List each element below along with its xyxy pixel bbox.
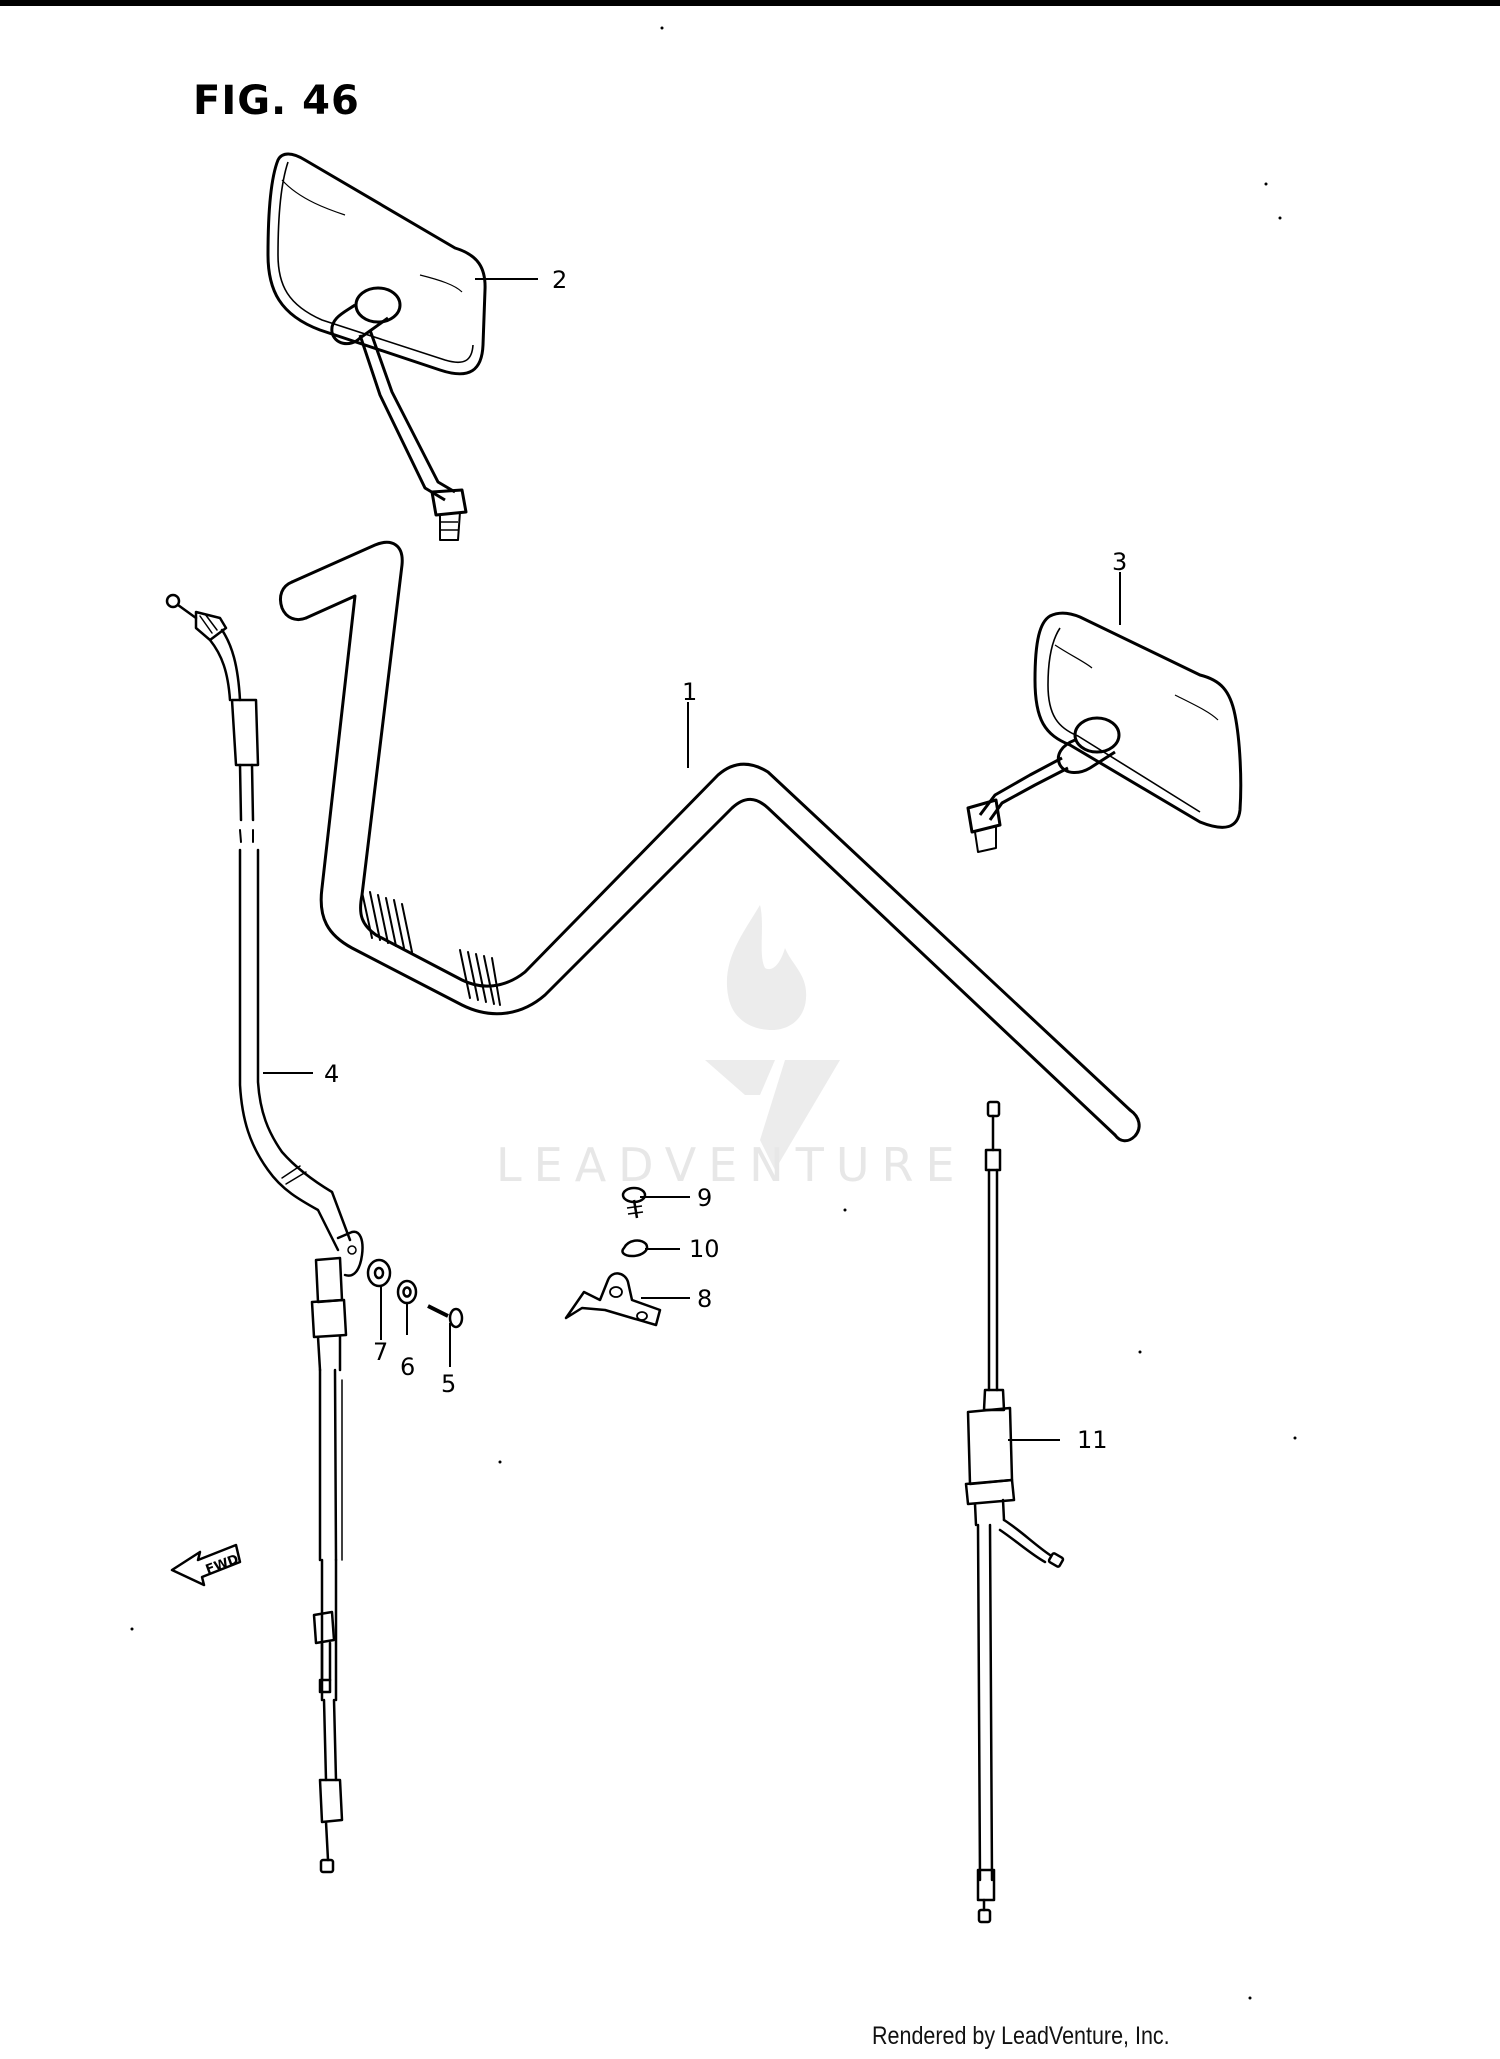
- leader-lines: [263, 278, 1121, 1441]
- callout-3: 3: [1112, 548, 1128, 576]
- watermark-text: LEADVENTURE: [496, 1138, 967, 1192]
- callout-9: 9: [697, 1184, 713, 1212]
- choke-cable: [964, 1100, 1065, 1924]
- callout-10: 10: [689, 1235, 720, 1263]
- callout-4: 4: [324, 1060, 340, 1088]
- mirror-right: [966, 611, 1243, 853]
- handlebar: [278, 540, 1141, 1143]
- top-border: [0, 0, 1500, 6]
- watermark-logo: [705, 905, 840, 1170]
- callout-8: 8: [697, 1285, 713, 1313]
- figure-title: FIG. 46: [193, 78, 360, 124]
- fwd-arrow-icon: [170, 1543, 242, 1587]
- print-specks: [130, 26, 1297, 2000]
- callout-1: 1: [682, 678, 698, 706]
- callout-11: 11: [1077, 1426, 1108, 1454]
- throttle-cable: [165, 593, 364, 1874]
- footer-credit: Rendered by LeadVenture, Inc.: [872, 2022, 1170, 2050]
- mirror-left: [266, 152, 487, 541]
- callout-6: 6: [400, 1353, 416, 1381]
- callout-5: 5: [441, 1370, 457, 1398]
- callout-2: 2: [552, 266, 568, 294]
- callout-7: 7: [373, 1338, 389, 1366]
- bracket-hardware: [564, 1186, 662, 1327]
- small-hardware: [366, 1258, 464, 1329]
